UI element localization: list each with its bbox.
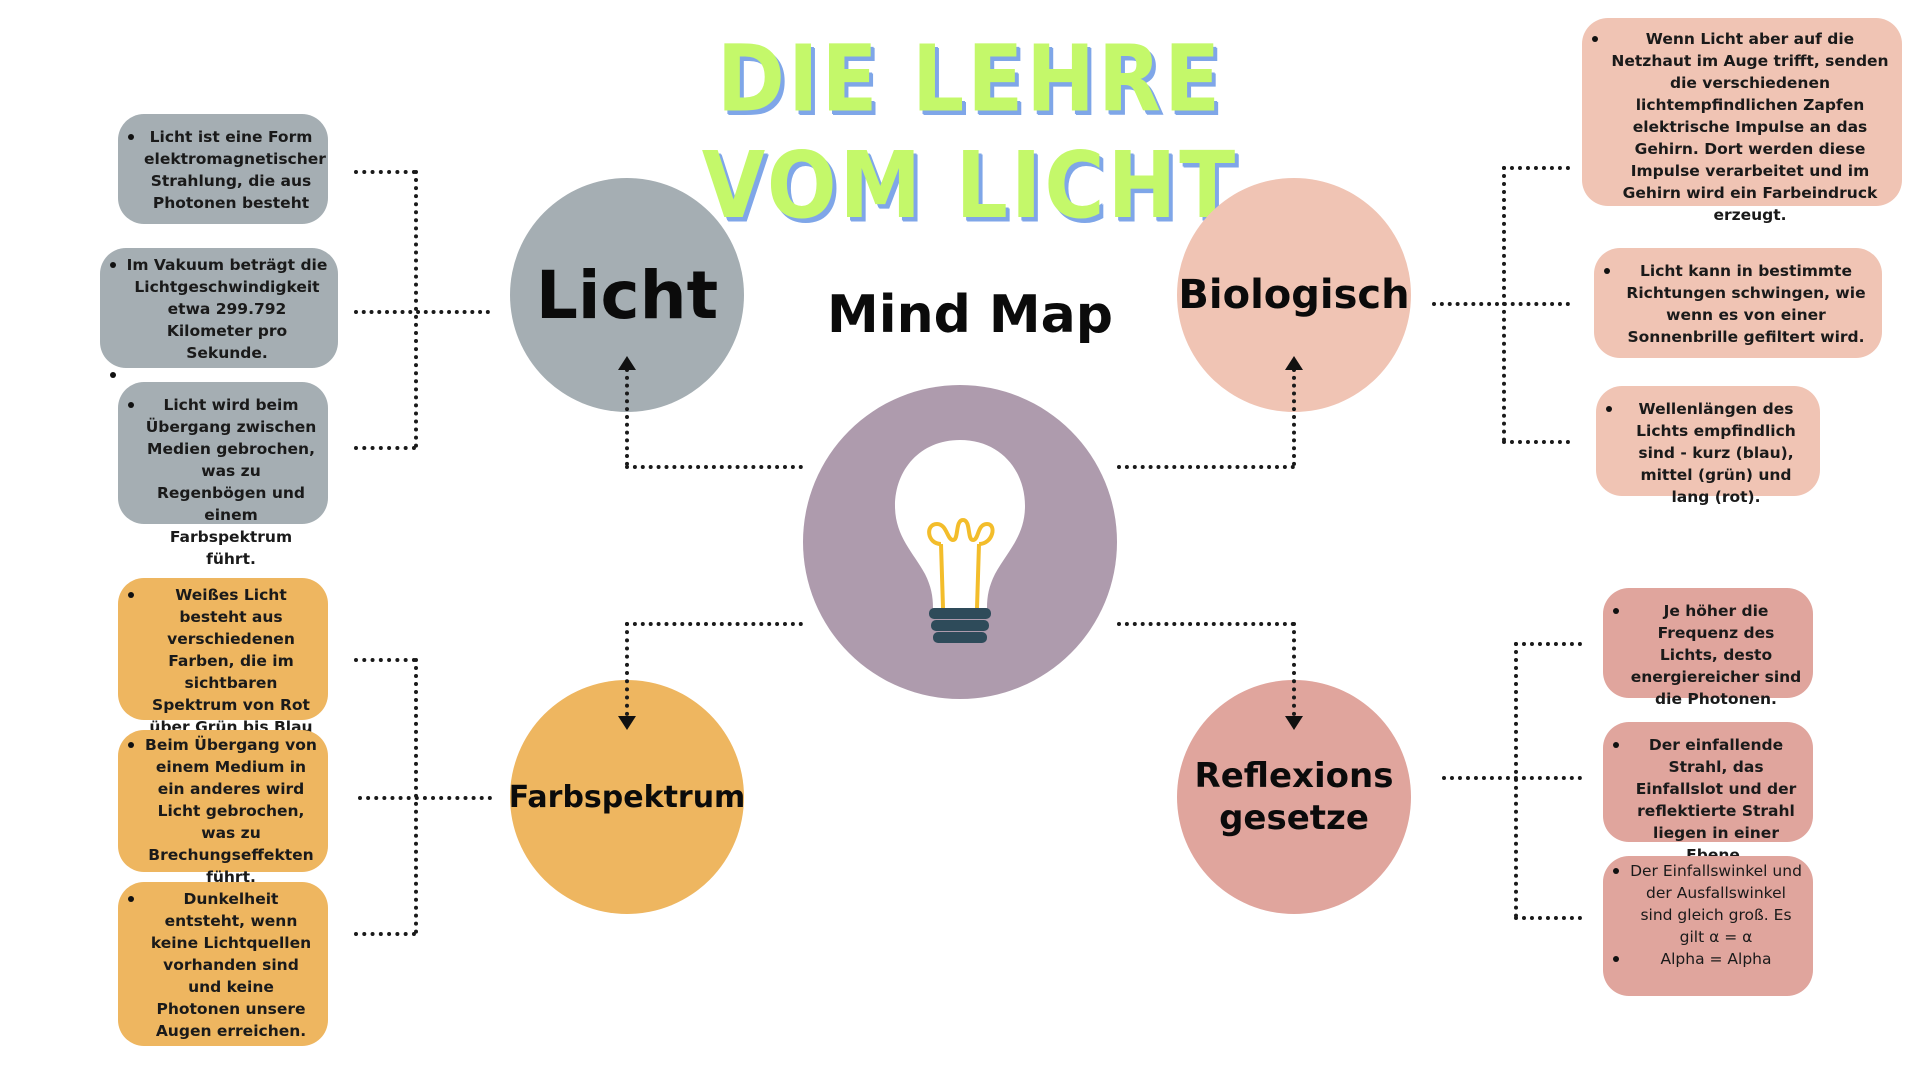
connector (1502, 166, 1506, 442)
connector (625, 465, 803, 469)
list-item: Wellenlängen des Lichts empfindlich sind… (1606, 398, 1810, 508)
connector (358, 796, 492, 800)
node-reflexion-label-2: gesetze (1219, 798, 1369, 838)
licht-box-3: Licht wird beim Übergang zwischen Medien… (118, 382, 328, 568)
node-licht-label: Licht (535, 256, 719, 334)
reflexion-box-1: Je höher die Frequenz des Lichts, desto … (1603, 588, 1813, 708)
connector (625, 622, 629, 716)
connector (625, 622, 803, 626)
connector (625, 368, 629, 466)
mind-map-label: Mind Map (827, 285, 1113, 345)
connector (414, 658, 418, 934)
connector (1502, 166, 1570, 170)
arrow-up-icon (1285, 356, 1303, 370)
farbspektrum-box-2: Beim Übergang von einem Medium in ein an… (118, 730, 328, 886)
list-item: Der einfallende Strahl, das Einfallslot … (1613, 734, 1803, 866)
connector (354, 658, 416, 662)
list-item-empty (110, 364, 328, 386)
list-item: Licht wird beim Übergang zwischen Medien… (128, 396, 317, 568)
connector (354, 446, 416, 450)
connector (1432, 302, 1570, 306)
connector (354, 932, 416, 936)
biologisch-box-1: Wenn Licht aber auf die Netzhaut im Auge… (1582, 18, 1902, 224)
arrow-down-icon (618, 716, 636, 730)
node-biologisch: Biologisch (1177, 178, 1411, 412)
node-biologisch-label: Biologisch (1178, 272, 1410, 318)
list-item: Alpha = Alpha (1613, 948, 1803, 970)
connector (414, 170, 418, 448)
biologisch-box-2: Licht kann in bestimmte Richtungen schwi… (1594, 248, 1882, 358)
farbspektrum-box-3: Dunkelheit entsteht, wenn keine Lichtque… (118, 882, 328, 1046)
lightbulb-icon (895, 440, 1025, 643)
page-title: Die Lehre vom Licht (701, 26, 1239, 240)
connector (1502, 440, 1570, 444)
center-node (803, 385, 1117, 699)
licht-box-2: Im Vakuum beträgt die Lichtgeschwindigke… (100, 248, 338, 378)
connector (1514, 916, 1582, 920)
connector (1117, 622, 1295, 626)
connector (1514, 642, 1518, 918)
connector (1292, 622, 1296, 716)
list-item: Je höher die Frequenz des Lichts, desto … (1613, 602, 1802, 708)
licht-box-1: Licht ist eine Form elektromagnetischer … (118, 114, 328, 224)
connector (354, 310, 490, 314)
list-item: Wenn Licht aber auf die Netzhaut im Auge… (1592, 28, 1892, 226)
connector (1117, 465, 1295, 469)
farbspektrum-box-1: Weißes Licht besteht aus verschiedenen F… (118, 578, 328, 758)
node-reflexion-label-1: Reflexions (1194, 756, 1394, 796)
list-item: Der Einfallswinkel und der Ausfallswinke… (1613, 862, 1802, 946)
list-item: Licht ist eine Form elektromagnetischer … (128, 128, 326, 212)
reflexion-box-2: Der einfallende Strahl, das Einfallslot … (1603, 722, 1813, 864)
list-item: Licht kann in bestimmte Richtungen schwi… (1604, 260, 1872, 348)
connector (354, 170, 416, 174)
node-farbspektrum-label: Farbspektrum (508, 779, 746, 815)
arrow-up-icon (618, 356, 636, 370)
biologisch-box-3: Wellenlängen des Lichts empfindlich sind… (1596, 386, 1820, 506)
reflexion-box-3: Der Einfallswinkel und der Ausfallswinke… (1603, 856, 1813, 996)
list-item: Im Vakuum beträgt die Lichtgeschwindigke… (110, 256, 328, 362)
list-item: Beim Übergang von einem Medium in ein an… (128, 736, 317, 886)
connector (1292, 368, 1296, 466)
connector (1442, 776, 1582, 780)
connector (1514, 642, 1582, 646)
arrow-down-icon (1285, 716, 1303, 730)
list-item: Dunkelheit entsteht, wenn keine Lichtque… (128, 888, 318, 1042)
